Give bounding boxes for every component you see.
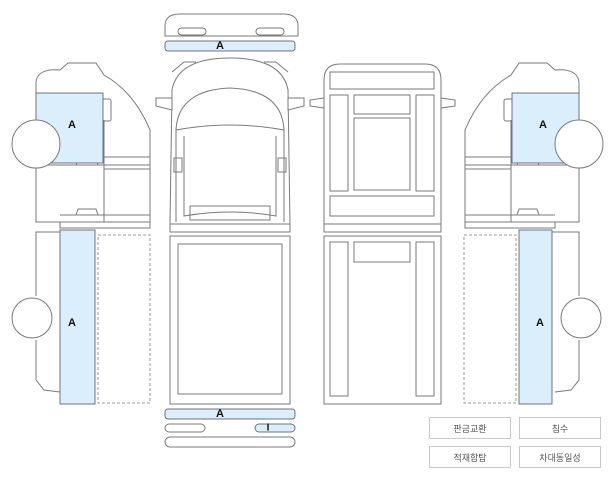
- right-side-rail[interactable]: [518, 229, 553, 405]
- left-door-label: A: [68, 119, 76, 131]
- legend-exchange[interactable]: 판금교환: [429, 417, 511, 439]
- legend-frame-damage[interactable]: 적재함탑: [429, 446, 511, 468]
- rear-bumper-top-label: A: [216, 408, 224, 420]
- right-rail-label: A: [536, 317, 544, 329]
- rear-bumper-small-label: I: [267, 423, 270, 434]
- rear-cab-view: [309, 63, 456, 405]
- legend-repair[interactable]: 침수: [519, 417, 601, 439]
- front-bumper-view: [164, 13, 299, 37]
- rear-bumper-top-panel[interactable]: [164, 408, 296, 420]
- rear-bumper-left-strip[interactable]: [164, 423, 206, 433]
- legend-same-vehicle[interactable]: 차대동일성: [519, 446, 601, 468]
- front-cab-view: [155, 57, 305, 405]
- left-rail-label: A: [68, 317, 76, 329]
- right-door-label: A: [539, 119, 547, 131]
- left-side-view: [11, 62, 151, 405]
- rear-bumper-bottom-strip[interactable]: [164, 436, 296, 448]
- rear-bumper-small-panel[interactable]: [254, 423, 296, 433]
- left-side-rail[interactable]: [59, 229, 96, 405]
- front-top-panel[interactable]: [164, 40, 296, 52]
- right-side-view: [463, 62, 604, 405]
- front-top-panel-label: A: [216, 40, 224, 52]
